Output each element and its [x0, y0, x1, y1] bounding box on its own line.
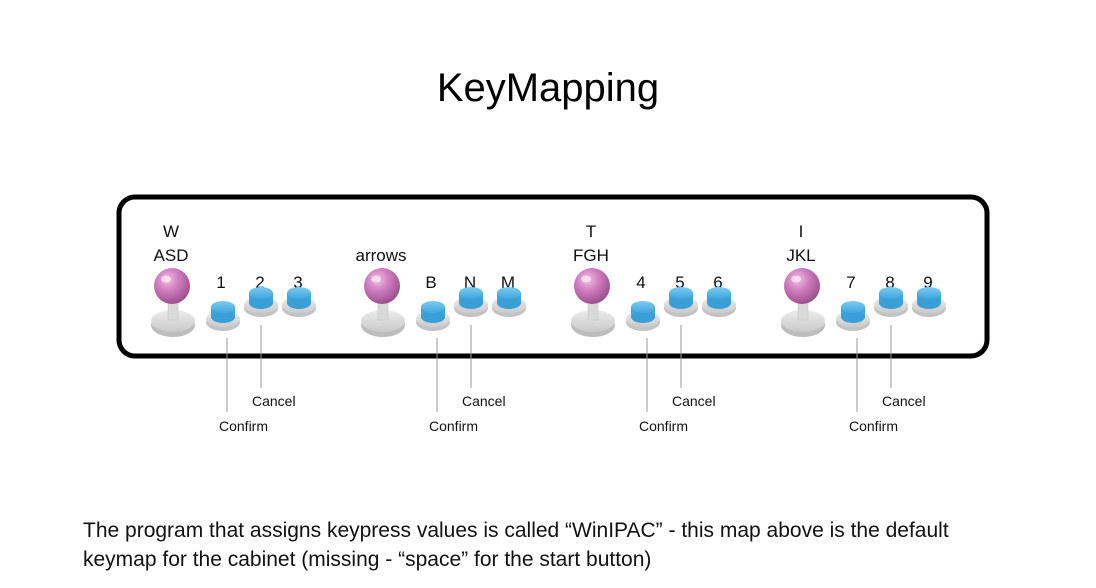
joystick-label-top: W — [163, 222, 179, 241]
joystick — [361, 268, 405, 337]
button-key-label: 6 — [713, 273, 722, 292]
panel-outline — [116, 194, 990, 359]
joystick — [571, 268, 615, 337]
arcade-button-5 — [664, 287, 698, 317]
cancel-label: Cancel — [882, 393, 926, 409]
arcade-button-M — [492, 287, 526, 317]
button-key-label: 5 — [675, 273, 684, 292]
arcade-button-B — [416, 301, 450, 331]
page-title: KeyMapping — [436, 66, 660, 110]
button-key-label: 9 — [923, 273, 932, 292]
arcade-button-3 — [282, 287, 316, 317]
cancel-label: Cancel — [672, 393, 716, 409]
button-key-label: 2 — [255, 273, 264, 292]
caption: The program that assigns keypress values… — [83, 516, 1043, 574]
caption-line-1: The program that assigns keypress values… — [83, 519, 949, 542]
confirm-label: Confirm — [429, 418, 478, 434]
confirm-label: Confirm — [849, 418, 898, 434]
button-key-label: 8 — [885, 273, 894, 292]
confirm-label: Confirm — [639, 418, 688, 434]
cancel-label: Cancel — [462, 393, 506, 409]
button-key-label: 3 — [293, 273, 302, 292]
arcade-button-N — [454, 287, 488, 317]
arcade-button-7 — [836, 301, 870, 331]
arcade-button-8 — [874, 287, 908, 317]
caption-line-2: keymap for the cabinet (missing - “space… — [83, 548, 652, 571]
button-key-label: 4 — [636, 273, 645, 292]
arcade-button-1 — [206, 301, 240, 331]
joystick-label-top: T — [586, 222, 596, 241]
joystick-label: FGH — [573, 246, 609, 265]
cancel-label: Cancel — [252, 393, 296, 409]
button-key-label: 1 — [216, 273, 225, 292]
arcade-button-2 — [244, 287, 278, 317]
joystick — [151, 268, 195, 337]
arcade-button-9 — [912, 287, 946, 317]
joystick-label: ASD — [154, 246, 189, 265]
arcade-button-6 — [702, 287, 736, 317]
joystick-label: arrows — [355, 246, 406, 265]
joystick-label: JKL — [786, 246, 815, 265]
button-key-label: 7 — [846, 273, 855, 292]
button-key-label: B — [425, 273, 436, 292]
arcade-button-4 — [626, 301, 660, 331]
joystick-label-top: I — [799, 222, 804, 241]
joystick — [781, 268, 825, 337]
confirm-label: Confirm — [219, 418, 268, 434]
